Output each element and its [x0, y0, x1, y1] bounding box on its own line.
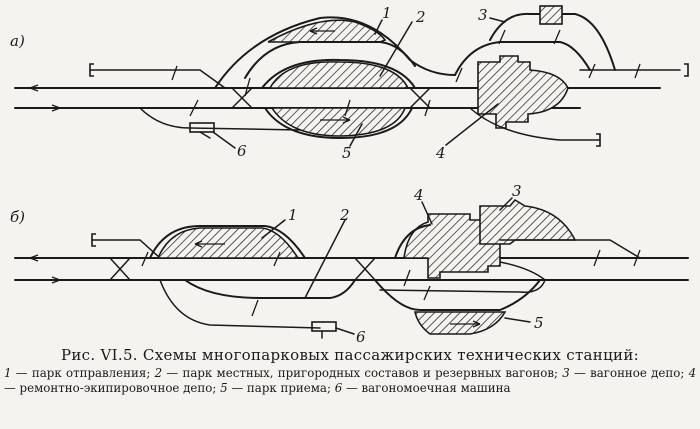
panel-a-label: а) — [10, 32, 25, 50]
local-park-a — [268, 61, 410, 89]
depot-upper-track-b — [394, 224, 431, 259]
caption-legend: 1 — парк отправления; 2 — парк местных, … — [4, 366, 696, 396]
scheme-a: а) — [10, 4, 689, 162]
arrow-left-a — [29, 84, 39, 92]
park5-arrow-b — [450, 320, 481, 328]
marker-b6: 6 — [356, 328, 366, 345]
leader-a4 — [445, 103, 499, 146]
leader-b2 — [304, 219, 346, 299]
marker-a2: 2 — [415, 8, 426, 26]
leader-b1 — [261, 219, 286, 239]
park5-bottom-track-a — [264, 107, 413, 139]
depot-right-track-b — [499, 239, 641, 259]
park1-outer-track-b — [149, 225, 306, 259]
legend-item-6: 6 — вагономоечная машина — [334, 381, 511, 395]
arrow-left-b — [29, 254, 39, 262]
wagon-depot-b — [479, 198, 577, 245]
receiving-park-b — [413, 311, 507, 335]
washing-machine-a — [189, 122, 215, 133]
caption-title: Рис. VI.5. Схемы многопарковых пассажирс… — [60, 346, 639, 364]
arrow-right-b — [51, 276, 61, 284]
leader-b4 — [421, 201, 433, 225]
depot-right-loop-b — [499, 261, 546, 281]
receiving-park-a — [270, 107, 407, 137]
leader-a5 — [349, 123, 363, 147]
legend-item-2: 2 — парк местных, пригородных составов и… — [154, 366, 558, 380]
park5-loop-b — [379, 279, 546, 293]
depot-loop-a — [454, 41, 591, 76]
marker-a1: 1 — [382, 4, 392, 22]
bumper-a1 — [89, 63, 94, 77]
marker-a3: 3 — [478, 6, 488, 24]
park2-top-track-a — [261, 58, 416, 89]
stub-track-a1 — [89, 69, 226, 89]
park5-arrow-a — [320, 116, 351, 124]
leader-a2 — [379, 21, 413, 77]
marker-b3: 3 — [512, 182, 522, 200]
repair-depot-b — [403, 213, 501, 279]
wagon-depot-a — [539, 5, 563, 25]
leader-b6 — [335, 327, 355, 335]
washing-machine-b — [311, 321, 337, 332]
park1-arrow-b — [194, 240, 225, 248]
switch-ticks-a — [171, 29, 641, 117]
bumper-a3 — [596, 133, 601, 147]
departure-park-b — [156, 227, 300, 259]
scheme-b: б) — [10, 182, 689, 345]
figure-caption: Рис. VI.5. Схемы многопарковых пассажирс… — [4, 346, 696, 396]
station-schemes-diagram: а) — [10, 4, 689, 345]
legend-item-5: 5 — парк приема; — [220, 381, 331, 395]
park1-outer-track-a — [214, 16, 456, 89]
park5-track-b — [374, 279, 541, 311]
marker-a4: 4 — [435, 144, 446, 162]
marker-b1: 1 — [288, 206, 298, 224]
marker-b2: 2 — [339, 206, 350, 224]
park1-inner-track-a — [244, 41, 416, 79]
legend-item-4: 4 — ремонтно-экипировочное депо; — [4, 366, 697, 395]
lower-right-stub-a — [469, 107, 601, 141]
marker-b4: 4 — [413, 186, 424, 204]
leader-a1 — [374, 19, 383, 35]
switch-ticks-b — [141, 249, 641, 317]
marker-b5: 5 — [534, 314, 544, 332]
park2-track-b — [184, 279, 356, 299]
panel-b-label: б) — [10, 208, 25, 226]
repair-depot-a — [477, 55, 569, 129]
washer-loop-b — [159, 279, 321, 329]
crossover-a2 — [409, 87, 431, 109]
leader-b5 — [504, 317, 531, 323]
marker-a6: 6 — [237, 142, 247, 160]
crossover-b1 — [109, 257, 131, 281]
leader-a3 — [489, 17, 506, 23]
bumper-b1 — [91, 233, 96, 247]
leader-b3 — [499, 197, 513, 211]
arrow-right-a — [51, 104, 61, 112]
marker-a5: 5 — [342, 144, 352, 162]
depot3-track-a — [489, 12, 616, 71]
stub-track-b1 — [91, 239, 161, 259]
park1-arrow-a — [309, 27, 335, 35]
crossover-b2 — [354, 257, 376, 281]
crossover-a1 — [231, 87, 253, 109]
bumper-a2 — [684, 63, 689, 77]
washer-stub-a — [199, 131, 211, 139]
legend-item-3: 3 — вагонное депо; — [562, 366, 685, 380]
legend-item-1: 1 — парк отправления; — [4, 366, 151, 380]
leader-a6 — [212, 131, 236, 149]
